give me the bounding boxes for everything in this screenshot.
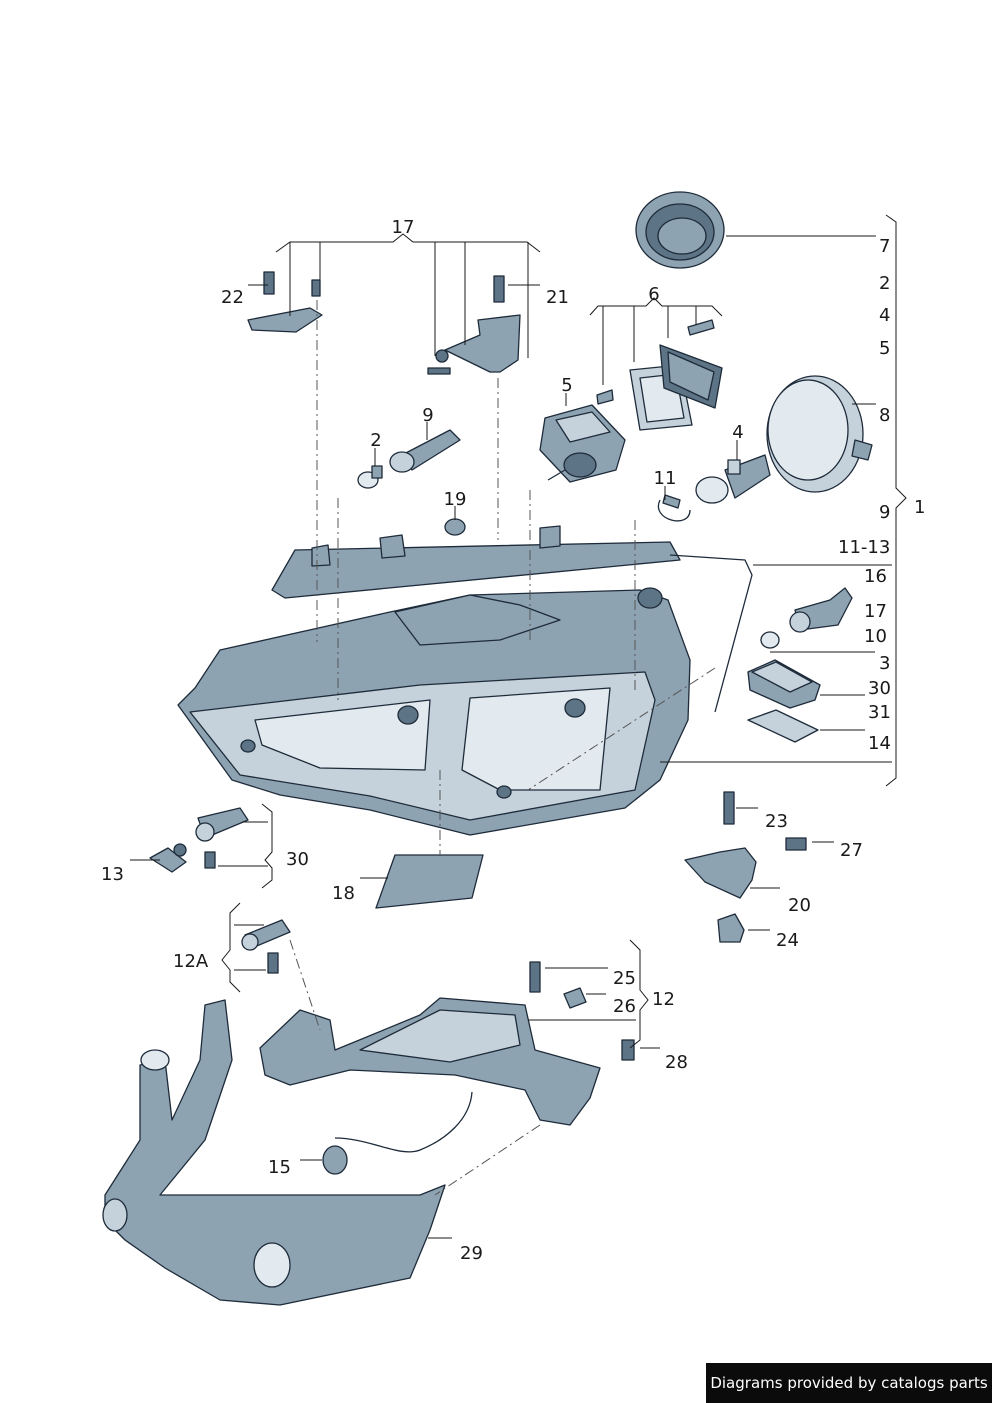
- callout-21: 21: [546, 287, 569, 308]
- part-11-clip: [657, 494, 691, 522]
- part-13-adjuster: [149, 807, 249, 873]
- callout-12A: 12A: [173, 951, 209, 972]
- callout-24: 24: [776, 930, 799, 951]
- callout-1: 1: [914, 497, 925, 518]
- footer-credit: Diagrams provided by catalogs parts: [706, 1363, 992, 1403]
- callout-22: 22: [221, 287, 244, 308]
- callout-2-right: 2: [879, 273, 890, 294]
- callout-17-top: 17: [392, 217, 415, 238]
- callout-17-right: 17: [864, 601, 887, 622]
- part-12A-pin: [241, 919, 291, 974]
- callout-6: 6: [648, 284, 659, 305]
- callout-13: 13: [101, 864, 124, 885]
- leader-lines: [130, 214, 907, 1239]
- callout-20: 20: [788, 895, 811, 916]
- callout-15: 15: [268, 1157, 291, 1178]
- part-8-cover: [766, 375, 873, 493]
- part-22-bracket: [247, 271, 323, 333]
- callout-18: 18: [332, 883, 355, 904]
- part-19-clip: [444, 518, 466, 536]
- callout-5-right: 5: [879, 338, 890, 359]
- part-20-bracket: [684, 791, 807, 899]
- part-30-control-unit: [747, 659, 821, 709]
- callout-26: 26: [613, 996, 636, 1017]
- callout-5: 5: [561, 375, 572, 396]
- footer-credit-text: Diagrams provided by catalogs parts: [710, 1374, 988, 1392]
- callout-4: 4: [732, 422, 743, 443]
- assembly-dash-lines: [289, 300, 716, 1196]
- part-15-sensor: [322, 1091, 473, 1175]
- callout-labels: 17 22 21 6 7 2 4 5 8 9 1 9 2 19 5 4 11 1…: [101, 217, 925, 1264]
- callout-19: 19: [444, 489, 467, 510]
- callout-11-13: 11-13: [838, 537, 890, 558]
- callout-9-right: 9: [879, 502, 890, 523]
- callout-7: 7: [879, 236, 890, 257]
- callout-23: 23: [765, 811, 788, 832]
- part-21-bracket: [427, 275, 521, 375]
- callout-30-right: 30: [868, 678, 891, 699]
- part-29-carrier: [102, 999, 446, 1306]
- callout-30: 30: [286, 849, 309, 870]
- callout-28: 28: [665, 1052, 688, 1073]
- part-7-cover-cap: [635, 191, 725, 269]
- part-1-headlight-housing: [177, 587, 691, 836]
- callout-11: 11: [654, 468, 677, 489]
- callout-14: 14: [868, 733, 891, 754]
- callout-9: 9: [422, 405, 433, 426]
- callout-3: 3: [879, 653, 890, 674]
- part-4-bulb: [695, 454, 771, 504]
- part-6-gasket: [629, 319, 723, 431]
- part-2-bulb: [357, 465, 383, 489]
- callout-27: 27: [840, 840, 863, 861]
- callout-2: 2: [370, 430, 381, 451]
- part-31-14-plate: [747, 709, 819, 743]
- callout-29: 29: [460, 1243, 483, 1264]
- part-16-trim-strip: [271, 525, 753, 713]
- part-5-motor: [539, 389, 626, 483]
- callout-10: 10: [864, 626, 887, 647]
- part-12-support-bracket: [259, 961, 635, 1126]
- callout-16: 16: [864, 566, 887, 587]
- callout-4-right: 4: [879, 305, 890, 326]
- part-24-nut: [717, 913, 745, 943]
- part-9-bulb-socket: [389, 429, 461, 473]
- part-3-bulb: [760, 631, 780, 649]
- part-18-film: [375, 854, 484, 909]
- callout-25: 25: [613, 968, 636, 989]
- callout-31: 31: [868, 702, 891, 723]
- callout-8: 8: [879, 405, 890, 426]
- callout-12: 12: [652, 989, 675, 1010]
- part-17-socket-right: [789, 587, 853, 633]
